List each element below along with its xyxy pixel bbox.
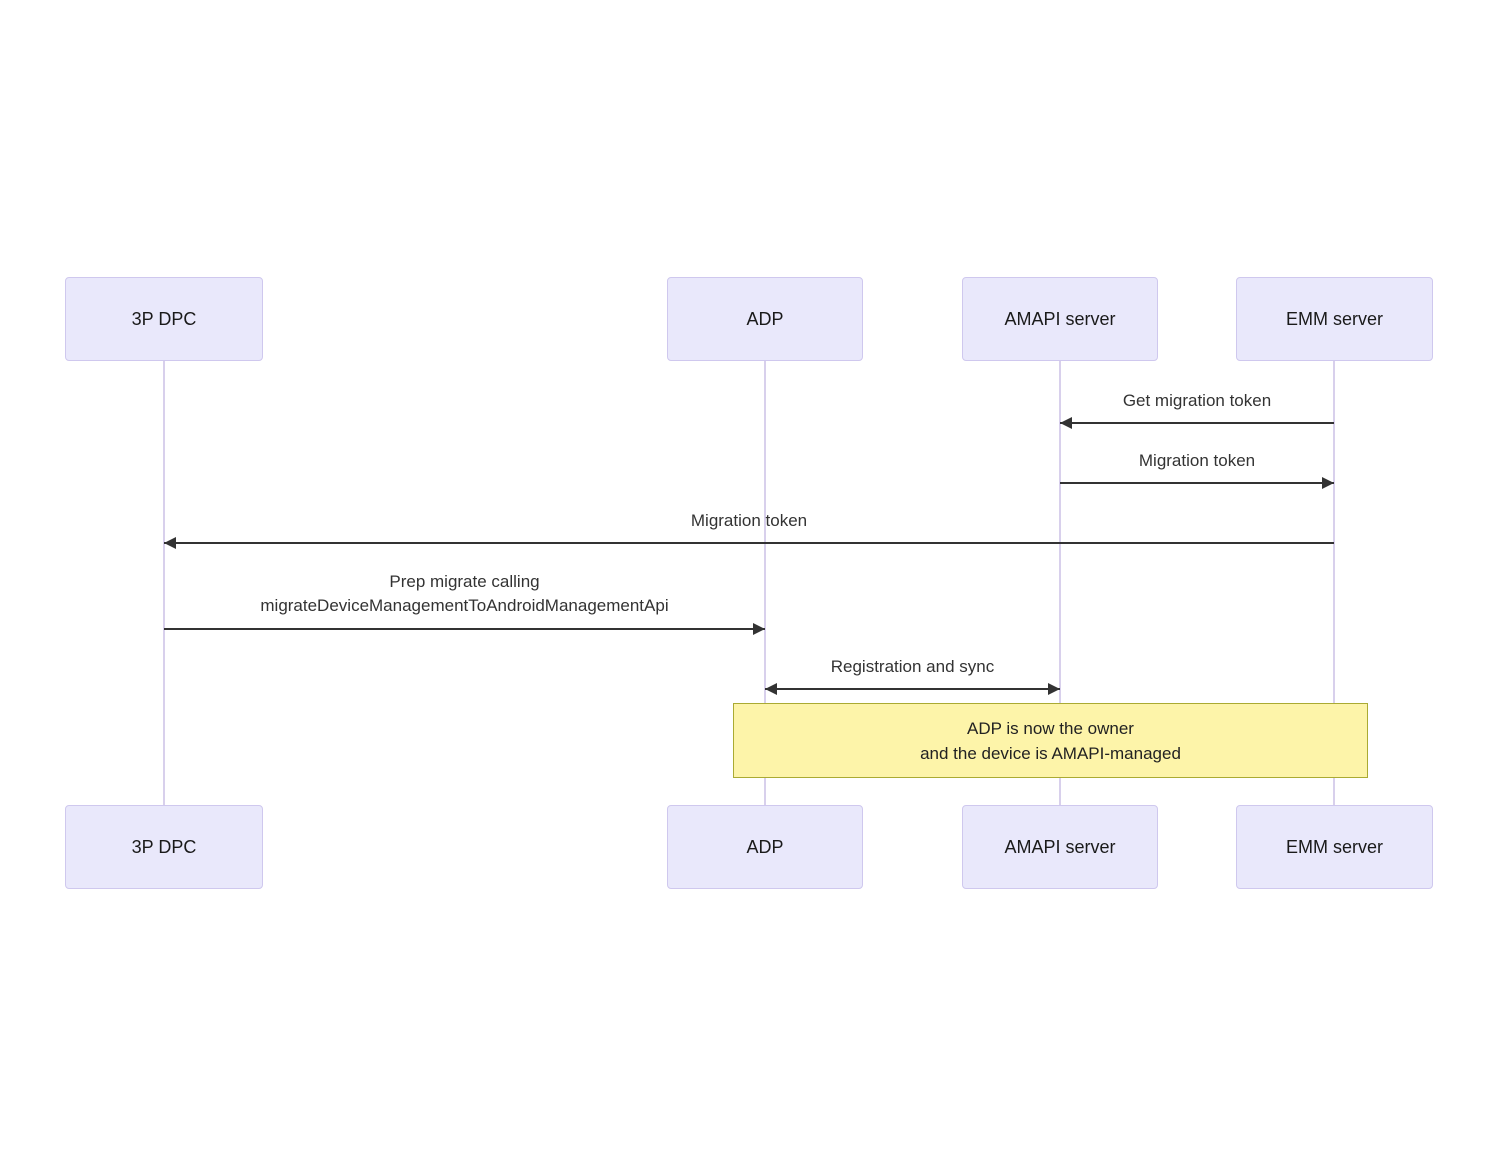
lifeline-3p-dpc (163, 361, 165, 805)
message-label-line: migrateDeviceManagementToAndroidManageme… (260, 596, 669, 615)
actor-label: ADP (746, 836, 784, 857)
actor-label: EMM server (1285, 308, 1383, 329)
actor-label: AMAPI server (1004, 836, 1116, 857)
arrowhead-right-icon (1322, 477, 1334, 489)
message-line (1060, 422, 1334, 424)
message-line (765, 688, 1060, 690)
arrowhead-right-icon (1048, 683, 1060, 695)
lifeline-amapi-server (1059, 361, 1061, 805)
note-adp-owner: ADP is now the owner and the device is A… (733, 703, 1368, 778)
arrowhead-left-icon (1060, 417, 1072, 429)
message-line (1060, 482, 1334, 484)
actor-label: AMAPI server (1004, 308, 1116, 329)
message-label-migration-token-to-emm: Migration token (1138, 451, 1256, 470)
actor-emm-server-top: EMM server (1236, 277, 1433, 361)
actor-label: 3P DPC (131, 308, 197, 329)
arrowhead-right-icon (753, 623, 765, 635)
actor-emm-server-bottom: EMM server (1236, 805, 1433, 889)
message-label-get-migration-token: Get migration token (1122, 391, 1272, 410)
actor-label: ADP (746, 308, 784, 329)
message-label-line: Prep migrate calling (389, 572, 540, 591)
arrowhead-left-icon (765, 683, 777, 695)
actor-label: EMM server (1285, 836, 1383, 857)
actor-3p-dpc-top: 3P DPC (65, 277, 263, 361)
actor-amapi-server-bottom: AMAPI server (962, 805, 1158, 889)
arrowhead-left-icon (164, 537, 176, 549)
note-line: ADP is now the owner (967, 718, 1134, 738)
actor-label: 3P DPC (131, 836, 197, 857)
message-line (164, 628, 765, 630)
actor-adp-bottom: ADP (667, 805, 863, 889)
message-label-registration-and-sync: Registration and sync (830, 657, 995, 676)
actor-amapi-server-top: AMAPI server (962, 277, 1158, 361)
actor-3p-dpc-bottom: 3P DPC (65, 805, 263, 889)
lifeline-adp (764, 361, 766, 805)
message-label-prep-migrate: Prep migrate calling migrateDeviceManage… (164, 570, 765, 618)
actor-adp-top: ADP (667, 277, 863, 361)
message-line (164, 542, 1334, 544)
note-line: and the device is AMAPI-managed (920, 743, 1181, 763)
lifeline-emm-server (1333, 361, 1335, 805)
message-label-migration-token-to-dpc: Migration token (690, 511, 808, 530)
